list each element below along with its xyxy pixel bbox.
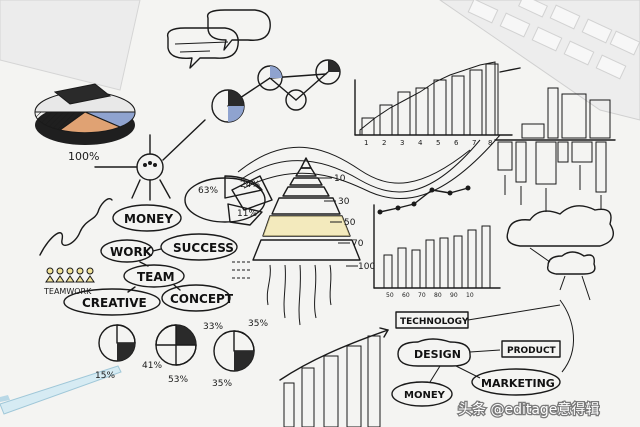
pyramid-chart	[252, 157, 361, 326]
pie-label-53: 53%	[168, 375, 188, 385]
x-tick: 4	[418, 139, 423, 147]
pie-label-15: 15%	[95, 371, 115, 381]
idea-hub	[94, 119, 206, 201]
word-technology: TECHNOLOGY	[400, 317, 469, 327]
background-props	[0, 0, 640, 415]
pie-chart-3d	[34, 83, 136, 145]
stepped-bar-chart	[354, 61, 521, 136]
x-tick: 3	[400, 139, 404, 147]
pyramid-label-10: 10	[334, 174, 346, 184]
cloud-shapes	[506, 205, 614, 301]
word-marketing: MARKETING	[481, 377, 555, 390]
pie-label-33: 33%	[203, 322, 223, 332]
label-100-percent: 100%	[68, 150, 99, 163]
x-tick: 2	[382, 139, 386, 147]
stepped-bar-chart-ticks: 1 2 3 4 5 6 7 8	[364, 139, 492, 147]
pie-label-63: 63%	[198, 186, 218, 196]
x-tick: 90	[450, 292, 458, 299]
word-concept: CONCEPT	[170, 292, 234, 306]
x-tick: 50	[386, 292, 394, 299]
pyramid-label-70: 70	[352, 239, 364, 249]
dashed-arrows	[232, 261, 250, 279]
x-tick: 8	[488, 139, 492, 147]
word-success: SUCCESS	[173, 241, 234, 255]
node-network-diagram	[211, 59, 341, 123]
pie-label-11: 11%	[237, 209, 257, 219]
x-tick: 6	[454, 139, 459, 147]
small-pie-charts	[98, 324, 255, 372]
business-flow-boxes	[391, 299, 574, 407]
bar-line-chart-ticks: 50 60 70 80 90 10	[386, 292, 474, 299]
growth-bar-chart	[279, 327, 389, 427]
pyramid-label-50: 50	[344, 218, 356, 228]
word-product: PRODUCT	[507, 346, 557, 356]
x-tick: 5	[436, 139, 440, 147]
pie-label-35b: 35%	[212, 379, 232, 389]
pyramid-label-100: 100	[358, 262, 375, 272]
squiggle-doodle	[39, 198, 113, 256]
flow-curves	[237, 134, 501, 200]
concept-bubbles	[63, 204, 238, 316]
word-design: DESIGN	[414, 348, 461, 361]
word-work: WORK	[110, 245, 153, 259]
watermark: 头条 @editage意得辑	[457, 400, 601, 420]
bar-line-chart	[373, 185, 501, 289]
word-team: TEAM	[137, 270, 175, 284]
x-tick: 7	[472, 139, 476, 147]
teamwork-people-icons	[45, 267, 95, 283]
pie-label-35a: 35%	[248, 319, 268, 329]
watermark-text: 头条 @editage意得辑	[458, 401, 599, 418]
x-tick: 10	[466, 292, 474, 299]
word-money: MONEY	[124, 212, 173, 226]
x-tick: 1	[364, 139, 368, 147]
pie-label-41: 41%	[142, 361, 162, 371]
speech-bubbles	[166, 9, 271, 69]
pyramid-label-30: 30	[338, 197, 350, 207]
x-tick: 80	[434, 292, 442, 299]
top-right-bar-chart	[494, 87, 616, 212]
donut-pie-chart	[184, 175, 273, 226]
word-teamwork: TEAMWORK	[43, 287, 92, 296]
word-money-2: MONEY	[404, 390, 446, 401]
x-tick: 60	[402, 292, 410, 299]
x-tick: 70	[418, 292, 426, 299]
word-creative: CREATIVE	[82, 296, 147, 310]
